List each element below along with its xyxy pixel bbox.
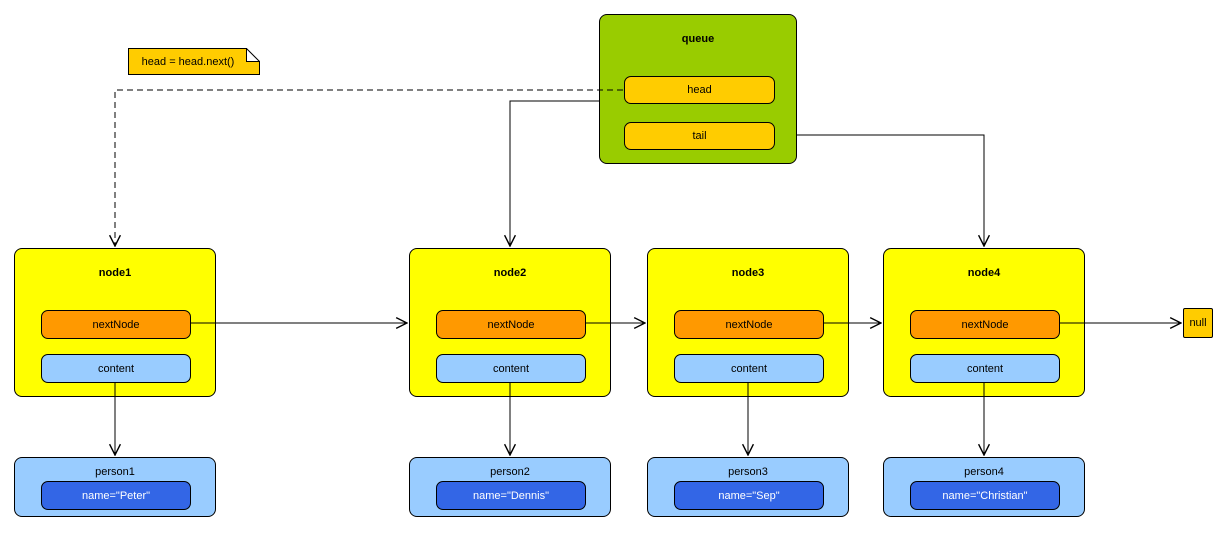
queue-box: queue head tail xyxy=(599,14,797,164)
null-box: null xyxy=(1183,308,1213,338)
person3-box: person3 name="Sep" xyxy=(647,457,849,517)
person2-box: person2 name="Dennis" xyxy=(409,457,611,517)
node-title: node1 xyxy=(98,267,132,279)
node-title: node2 xyxy=(493,267,527,279)
queue-title: queue xyxy=(681,33,715,45)
next-node-field: nextNode xyxy=(910,310,1060,339)
node-title: node3 xyxy=(731,267,765,279)
person-name-field: name="Peter" xyxy=(41,481,191,510)
node4-box: node4 nextNode content xyxy=(883,248,1085,397)
next-node-field: nextNode xyxy=(41,310,191,339)
person-name-field: name="Dennis" xyxy=(436,481,586,510)
note-text: head = head.next() xyxy=(141,55,235,68)
edge-head-to-node1 xyxy=(115,89,623,246)
node-title: node4 xyxy=(967,267,1001,279)
person-title: person3 xyxy=(728,466,768,478)
node1-box: node1 nextNode content xyxy=(14,248,216,397)
content-field: content xyxy=(41,354,191,383)
note-head-next: head = head.next() xyxy=(128,48,260,76)
queue-field-head: head xyxy=(624,76,775,104)
note-shape xyxy=(128,48,260,75)
next-node-field: nextNode xyxy=(436,310,586,339)
edge-head-to-node2 xyxy=(510,100,599,246)
person-title: person4 xyxy=(964,466,1004,478)
note-fold-icon xyxy=(246,48,260,62)
person-name-field: name="Sep" xyxy=(674,481,824,510)
person-title: person2 xyxy=(490,466,530,478)
node3-box: node3 nextNode content xyxy=(647,248,849,397)
next-node-field: nextNode xyxy=(674,310,824,339)
queue-field-tail: tail xyxy=(624,122,775,150)
content-field: content xyxy=(436,354,586,383)
edge-tail-to-node4 xyxy=(797,134,984,246)
person-name-field: name="Christian" xyxy=(910,481,1060,510)
node2-box: node2 nextNode content xyxy=(409,248,611,397)
person1-box: person1 name="Peter" xyxy=(14,457,216,517)
content-field: content xyxy=(910,354,1060,383)
person-title: person1 xyxy=(95,466,135,478)
person4-box: person4 name="Christian" xyxy=(883,457,1085,517)
content-field: content xyxy=(674,354,824,383)
